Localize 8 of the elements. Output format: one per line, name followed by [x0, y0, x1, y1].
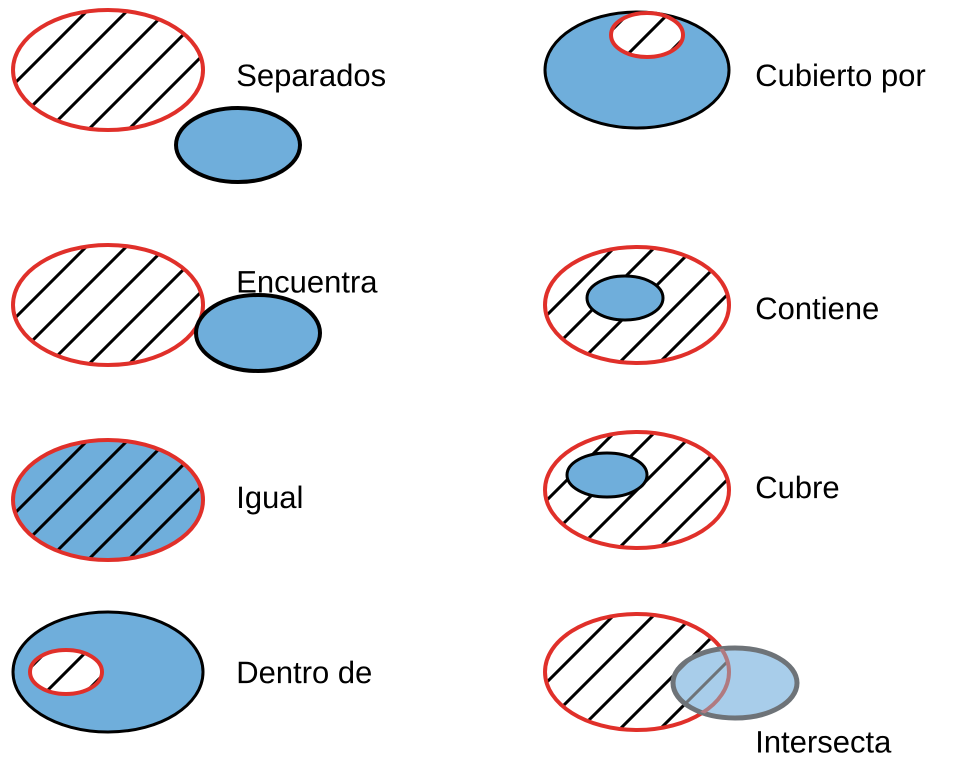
- relation-label: Contiene: [756, 296, 878, 320]
- relation-label: Cubierto por: [756, 64, 926, 92]
- relation-label: Cubre: [756, 476, 838, 498]
- relation-label: Separados: [238, 64, 385, 92]
- relation-label: Intersecta: [758, 731, 892, 753]
- relation-label: Encuentra: [238, 271, 378, 293]
- relation-label: Dentro de: [238, 660, 371, 684]
- relation-label: Igual: [239, 486, 302, 514]
